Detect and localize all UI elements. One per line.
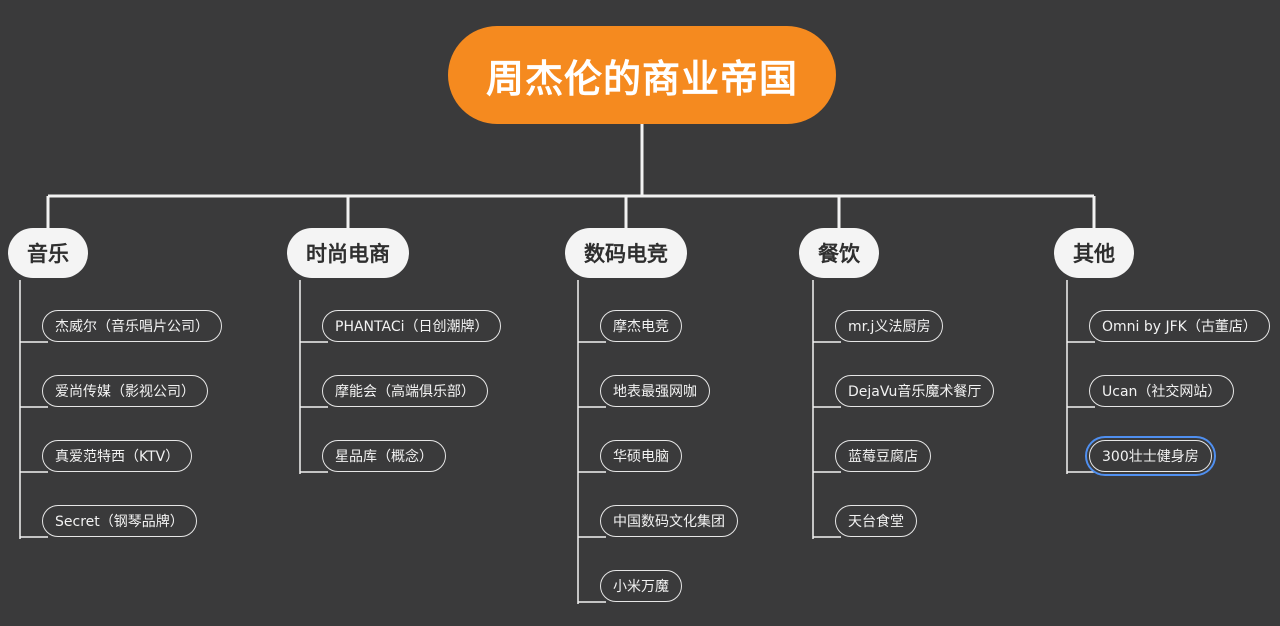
category-music[interactable]: 音乐 (8, 228, 88, 278)
list-item[interactable]: 地表最强网咖 (600, 375, 710, 407)
list-item[interactable]: 华硕电脑 (600, 440, 682, 472)
list-item[interactable]: 真爱范特西（KTV） (42, 440, 193, 472)
list-item-selected[interactable]: 300壮士健身房 (1085, 436, 1216, 476)
list-item[interactable]: Omni by JFK（古董店） (1089, 310, 1270, 342)
list-item[interactable]: 蓝莓豆腐店 (835, 440, 931, 472)
list-item[interactable]: 杰威尔（音乐唱片公司） (42, 310, 222, 342)
list-item[interactable]: 摩杰电竞 (600, 310, 682, 342)
list-item[interactable]: Ucan（社交网站） (1089, 375, 1235, 407)
list-item[interactable]: 摩能会（高端俱乐部） (322, 375, 488, 407)
list-item[interactable]: 天台食堂 (835, 505, 917, 537)
list-item[interactable]: mr.j义法厨房 (835, 310, 944, 342)
list-item[interactable]: 爱尚传媒（影视公司） (42, 375, 208, 407)
list-item[interactable]: 星品库（概念） (322, 440, 446, 472)
list-item[interactable]: 中国数码文化集团 (600, 505, 738, 537)
list-item[interactable]: 小米万魔 (600, 570, 682, 602)
category-digital-esports[interactable]: 数码电竞 (565, 228, 687, 278)
list-item[interactable]: Secret（钢琴品牌） (42, 505, 197, 537)
category-other[interactable]: 其他 (1054, 228, 1134, 278)
root-node[interactable]: 周杰伦的商业帝国 (448, 26, 836, 124)
list-item[interactable]: DejaVu音乐魔术餐厅 (835, 375, 995, 407)
list-item[interactable]: PHANTACi（日创潮牌） (322, 310, 502, 342)
category-fashion-ecommerce[interactable]: 时尚电商 (287, 228, 409, 278)
category-catering[interactable]: 餐饮 (799, 228, 879, 278)
